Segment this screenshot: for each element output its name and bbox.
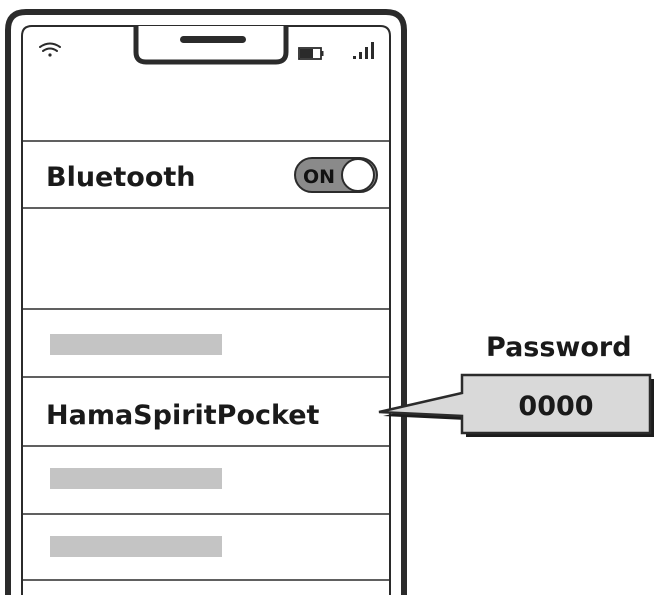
callout-password-value: 0000: [518, 391, 593, 422]
phone-notch: [133, 26, 289, 65]
device-row-hit: [23, 378, 389, 445]
toggle-knob: [341, 158, 375, 192]
toggle-state-text: ON: [303, 166, 335, 188]
callout-title: Password: [486, 332, 632, 363]
phone: [5, 9, 407, 595]
bluetooth-toggle[interactable]: ON: [294, 157, 378, 193]
signal-icon: [353, 42, 374, 59]
wifi-icon: [39, 42, 61, 57]
password-callout: Password 0000: [378, 332, 654, 437]
device-row-selected[interactable]: HamaSpiritPocket: [23, 378, 389, 445]
phone-frame: [5, 9, 407, 595]
row-dividers: [22, 140, 390, 581]
device-placeholder-bar: [50, 468, 222, 489]
speaker-grille: [180, 36, 246, 43]
device-placeholder-bar: [50, 334, 222, 355]
bluetooth-label: Bluetooth: [46, 162, 196, 193]
device-placeholder-bar: [50, 536, 222, 557]
callout-box: [378, 373, 652, 435]
device-name: HamaSpiritPocket: [46, 400, 320, 431]
phone-screen: [21, 25, 391, 595]
battery-icon: [298, 47, 324, 60]
